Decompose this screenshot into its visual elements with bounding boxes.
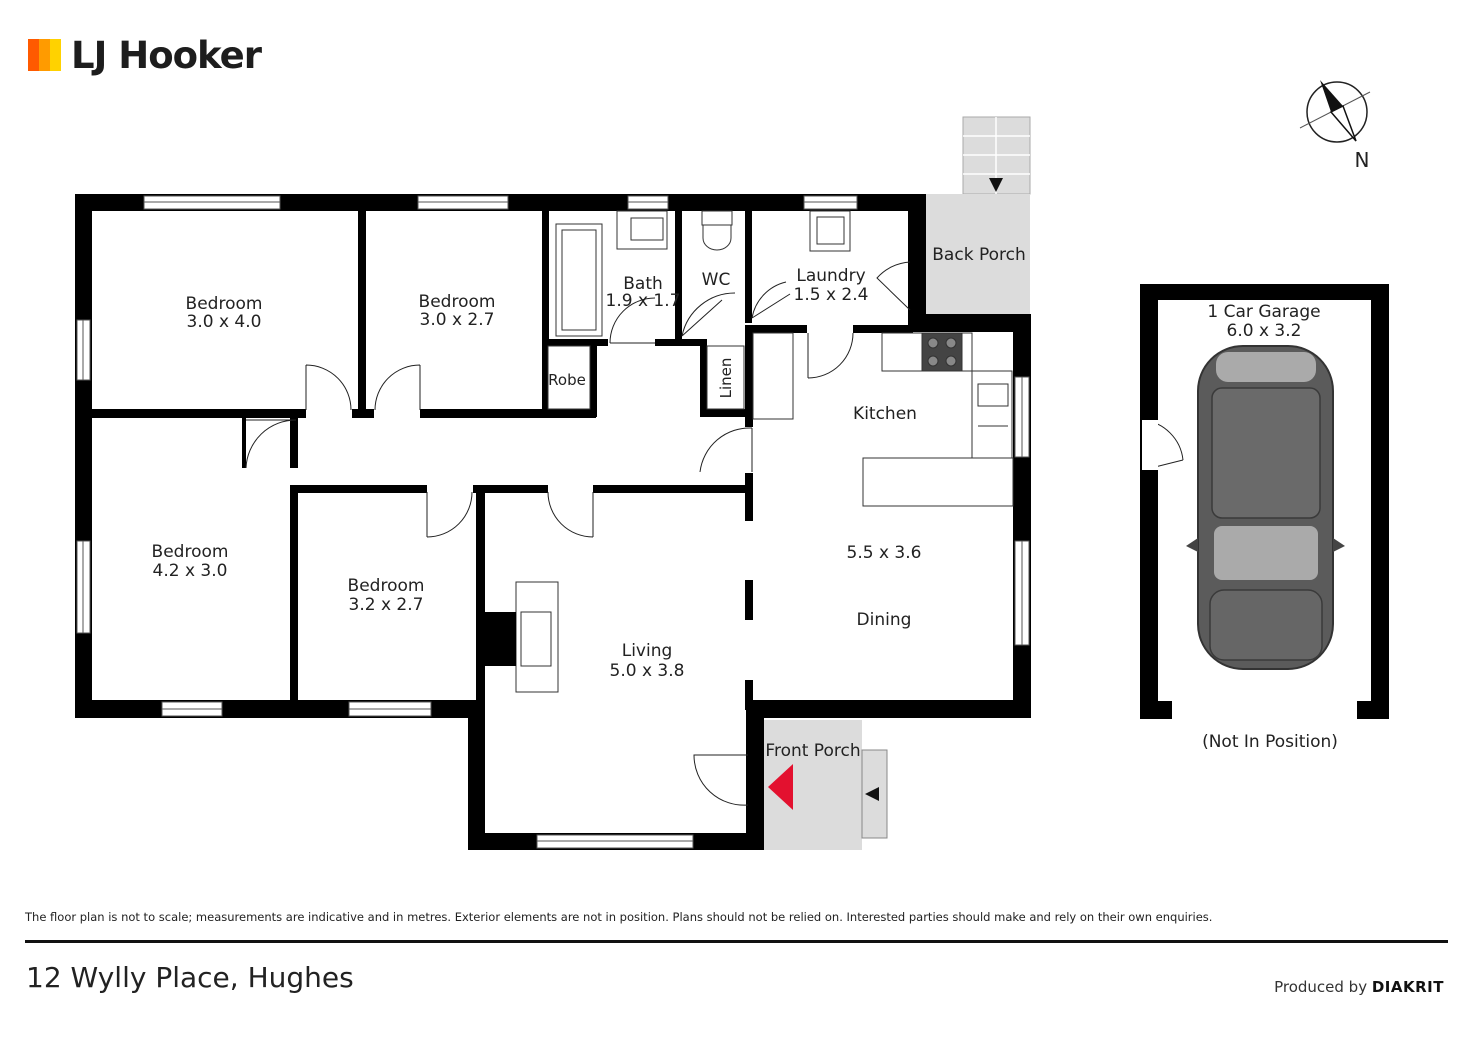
- room-front-porch-name: Front Porch: [765, 741, 860, 761]
- room-bedroom-4-dims: 3.2 x 2.7: [349, 595, 424, 615]
- room-kitchen-name: Kitchen: [853, 404, 917, 424]
- room-bedroom-1-dims: 3.0 x 4.0: [187, 312, 262, 332]
- windows: [76, 195, 1030, 849]
- room-bedroom-2-name: Bedroom: [419, 292, 496, 312]
- compass-north-label: N: [1355, 148, 1370, 172]
- room-wc-name: WC: [702, 270, 731, 290]
- room-living-name: Living: [622, 641, 673, 661]
- brand-bar-orange: [28, 39, 39, 71]
- room-bath-dims: 1.9 x 1.7: [606, 291, 681, 311]
- entry-arrow-icon: [768, 764, 793, 810]
- room-robe-name: Robe: [548, 371, 586, 389]
- brand-bar-amber: [39, 39, 50, 71]
- room-bedroom-3-name: Bedroom: [152, 542, 229, 562]
- property-address: 12 Wylly Place, Hughes: [26, 961, 354, 994]
- room-linen-name: Linen: [717, 358, 735, 399]
- brand-bar-yellow: [50, 39, 61, 71]
- interior-walls: [92, 211, 913, 710]
- room-laundry-name: Laundry: [796, 266, 865, 286]
- brand-name: LJ Hooker: [71, 33, 262, 77]
- room-bath-name: Bath: [623, 274, 663, 294]
- room-kitchen-dining-dims: 5.5 x 3.6: [847, 543, 922, 563]
- room-back-porch-name: Back Porch: [932, 245, 1025, 265]
- room-bedroom-2-dims: 3.0 x 2.7: [420, 310, 495, 330]
- porch-step-arrow-icon: [865, 787, 879, 801]
- room-bedroom-1-name: Bedroom: [186, 294, 263, 314]
- garage: [1140, 284, 1389, 719]
- room-garage-name: 1 Car Garage: [1207, 302, 1320, 322]
- producer-prefix: Produced by: [1274, 978, 1368, 996]
- room-bedroom-3-dims: 4.2 x 3.0: [153, 561, 228, 581]
- disclaimer-text: The floor plan is not to scale; measurem…: [25, 910, 1213, 924]
- brand-bars-icon: [28, 39, 61, 71]
- room-laundry-dims: 1.5 x 2.4: [794, 285, 869, 305]
- producer-name: DIAKRIT: [1371, 978, 1444, 996]
- footer-divider: [25, 940, 1448, 943]
- room-living-dims: 5.0 x 3.8: [610, 661, 685, 681]
- fixtures: [485, 210, 1014, 693]
- producer-credit: Produced by DIAKRIT: [1274, 978, 1444, 996]
- room-garage-dims: 6.0 x 3.2: [1227, 321, 1302, 341]
- room-bedroom-4-name: Bedroom: [348, 576, 425, 596]
- garage-note: (Not In Position): [1202, 732, 1338, 752]
- back-steps: [962, 116, 1031, 195]
- doors: [245, 261, 1184, 806]
- car-icon: [1186, 345, 1345, 670]
- compass-icon: N: [1299, 80, 1371, 172]
- exterior-walls: [75, 194, 1031, 850]
- brand-logo: LJ Hooker: [28, 30, 262, 80]
- room-dining-name: Dining: [857, 610, 912, 630]
- back-porch-area: [926, 194, 1030, 314]
